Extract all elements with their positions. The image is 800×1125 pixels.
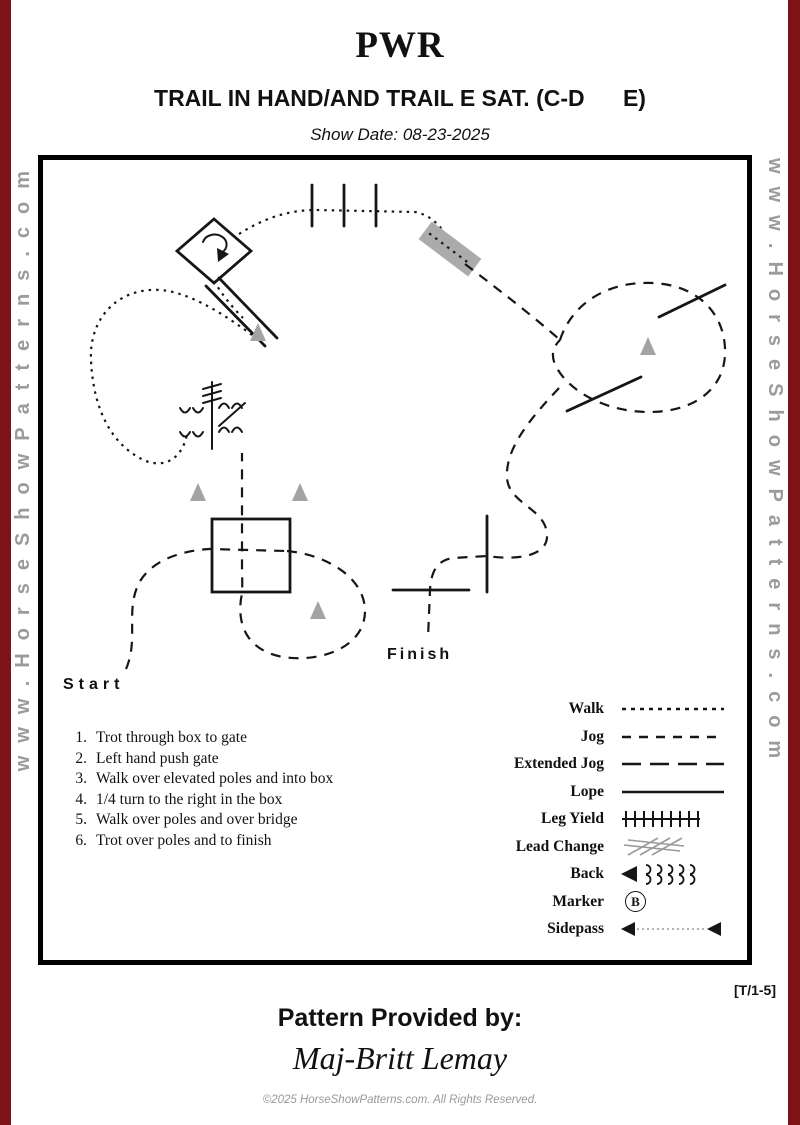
page-title: PWR	[355, 25, 445, 66]
legend-row: Lope	[472, 781, 730, 803]
walk-line-sample	[620, 698, 730, 720]
gate-poles	[204, 276, 279, 348]
legend-label: Jog	[580, 727, 604, 745]
instructions-list: 1. Trot through box to gate 2. Left hand…	[63, 728, 333, 851]
instruction-text: Trot through box to gate	[96, 729, 247, 746]
start-label: Start	[63, 676, 125, 693]
legend-label: Extended Jog	[514, 755, 604, 772]
copyright-notice: ©2025 HorseShowPatterns.com. All Rights …	[262, 1094, 538, 1106]
instruction-text: Trot over poles and to finish	[96, 831, 272, 849]
legend-label: Marker	[552, 892, 604, 910]
legend-row: Sidepass	[472, 918, 730, 940]
right-loop-path	[551, 281, 727, 414]
bridge	[418, 221, 482, 277]
marker-sample: B	[620, 891, 730, 913]
instruction-item: 2. Left hand push gate	[63, 749, 333, 770]
legend-label: Walk	[568, 700, 604, 717]
watermark-right: www.HorseShowPatterns.com	[764, 158, 786, 772]
provider-name: Maj-Britt Lemay	[292, 1040, 508, 1076]
pattern-code: [T/1-5]	[734, 982, 776, 998]
bridge-to-loop-path	[464, 263, 561, 341]
legend-row: Back	[472, 863, 730, 885]
extended-jog-line-sample	[620, 753, 730, 775]
legend-label: Back	[570, 865, 604, 882]
legend: Walk Jog Extended Jog Lope	[472, 698, 730, 946]
course-frame: Start Finish 1. Trot through box to gate…	[38, 155, 752, 965]
leg-yield-sample	[620, 808, 730, 830]
legend-row: Marker B	[472, 891, 730, 913]
legend-row: Leg Yield	[472, 808, 730, 830]
instruction-number: 6.	[75, 831, 87, 849]
lope-line-sample	[620, 781, 730, 803]
instruction-number: 4.	[75, 790, 87, 808]
instruction-text: Walk over poles and over bridge	[96, 811, 298, 828]
turn-box	[210, 517, 292, 594]
loop-poles	[565, 283, 727, 413]
gate-diamond	[174, 217, 254, 285]
left-edge-strip	[0, 0, 11, 1125]
instruction-item: 5. Walk over poles and over bridge	[63, 810, 333, 831]
instruction-item: 1. Trot through box to gate	[63, 728, 333, 749]
tree-icon	[310, 601, 326, 619]
right-edge-strip	[788, 0, 800, 1125]
tree-icon	[640, 337, 656, 355]
instruction-item: 4. 1/4 turn to the right in the box	[63, 790, 333, 811]
legend-label: Lope	[570, 782, 604, 800]
elevated-poles	[179, 381, 246, 450]
legend-row: Walk	[472, 698, 730, 720]
box-loop-path	[239, 453, 367, 660]
marker-circle: B	[625, 891, 646, 912]
show-date: Show Date: 08-23-2025	[310, 125, 490, 144]
instruction-number: 3.	[75, 770, 87, 787]
back-arrow-icon	[621, 866, 637, 882]
legend-label: Sidepass	[547, 920, 604, 937]
instruction-text: 1/4 turn to the right in the box	[96, 790, 283, 808]
sidepass-arrow-icon	[707, 922, 721, 936]
course-diagram	[89, 183, 727, 670]
instruction-item: 3. Walk over elevated poles and into box	[63, 769, 333, 790]
start-path	[124, 547, 288, 670]
jog-line-sample	[620, 726, 730, 748]
legend-row: Extended Jog	[472, 753, 730, 775]
instruction-number: 1.	[75, 729, 87, 746]
instruction-text: Walk over elevated poles and into box	[96, 770, 334, 787]
back-arrow-sample	[620, 863, 730, 885]
provided-by-label: Pattern Provided by:	[277, 1004, 523, 1032]
tree-icon	[292, 483, 308, 501]
left-walk-loop	[89, 288, 253, 465]
instruction-item: 6. Trot over poles and to finish	[63, 831, 333, 852]
tree-icon	[190, 483, 206, 501]
legend-row: Jog	[472, 726, 730, 748]
lead-change-sample	[620, 836, 730, 858]
sidepass-sample	[620, 918, 730, 940]
sidepass-arrow-icon	[621, 922, 635, 936]
finish-path	[426, 387, 560, 639]
finish-label: Finish	[387, 646, 453, 663]
legend-label: Leg Yield	[541, 810, 604, 827]
legend-label: Lead Change	[515, 837, 604, 855]
top-poles	[310, 183, 378, 228]
tree-icon	[250, 323, 266, 341]
instruction-text: Left hand push gate	[96, 749, 219, 767]
turn-arrow-icon	[202, 233, 228, 254]
instruction-number: 5.	[75, 811, 87, 828]
event-title: TRAIL IN HAND/AND TRAIL E SAT. (C-D E)	[154, 85, 646, 111]
instruction-number: 2.	[75, 749, 87, 767]
legend-row: Lead Change	[472, 836, 730, 858]
